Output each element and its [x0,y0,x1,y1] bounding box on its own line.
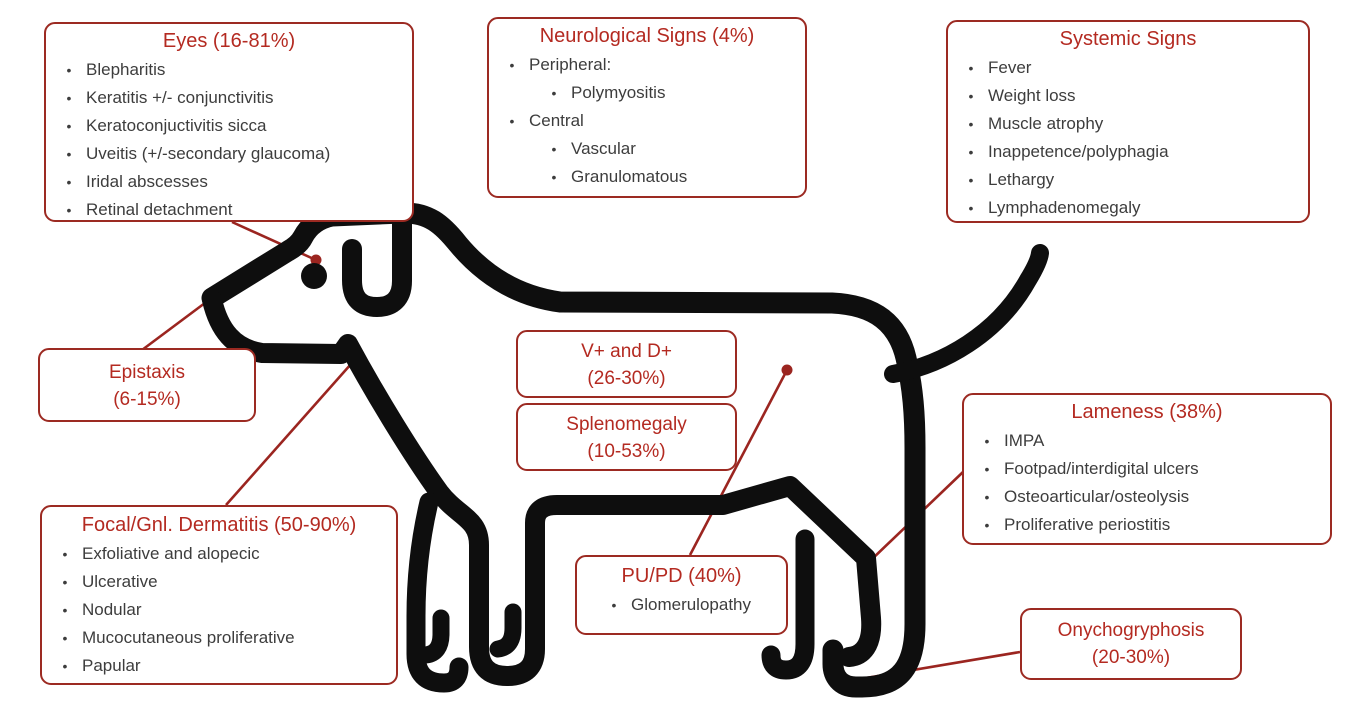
list-item: Iridal abscesses [54,168,404,196]
callout-systemic-list: Fever Weight loss Muscle atrophy Inappet… [956,54,1300,222]
callout-neurological-title: Neurological Signs (4%) [539,25,755,47]
callout-lameness: Lameness (38%) IMPA Footpad/interdigital… [962,393,1332,545]
dog-jaw-belly-outline [202,290,882,686]
list-subitem: Polymyositis [497,79,797,107]
callout-neurological-list: Peripheral: Polymyositis Central Vascula… [497,51,797,191]
dog-far-front-leg [406,492,469,693]
list-item: Proliferative periostitis [972,511,1322,539]
callout-dermatitis-title: Focal/Gnl. Dermatitis (50-90%) [81,514,357,536]
list-item: Exfoliative and alopecic [50,540,388,568]
list-item: Lethargy [956,166,1300,194]
dog-eye [301,263,327,289]
label-line: V+ and D+ [581,341,672,362]
list-item: Ulcerative [50,568,388,596]
callout-splenomegaly: Splenomegaly (10-53%) [516,403,737,471]
anchor-dot-eye [310,254,322,266]
callout-systemic: Systemic Signs Fever Weight loss Muscle … [946,20,1310,223]
list-item: Fever [956,54,1300,82]
list-item: Mucocutaneous proliferative [50,624,388,652]
label-line: (26-30%) [587,368,666,389]
connector-line-pupd [688,369,789,556]
list-item: Nodular [50,596,388,624]
callout-pupd: PU/PD (40%) Glomerulopathy [575,555,788,635]
list-item: Osteoarticular/osteolysis [972,483,1322,511]
label-line: (6-15%) [113,389,181,410]
list-item: Central [497,107,797,135]
list-item: Uveitis (+/-secondary glaucoma) [54,140,404,168]
label-line: Epistaxis [108,362,186,383]
callout-vd-label: V+ and D+ (26-30%) [526,338,727,392]
callout-splenomegaly-label: Splenomegaly (10-53%) [526,411,727,465]
list-item: Weight loss [956,82,1300,110]
callout-onychogryphosis: Onychogryphosis (20-30%) [1020,608,1242,680]
callout-vomiting-diarrhoea: V+ and D+ (26-30%) [516,330,737,398]
list-item: Glomerulopathy [585,591,778,619]
list-subitem: Granulomatous [497,163,797,191]
dog-tail [884,244,1049,383]
list-item: Blepharitis [54,56,404,84]
callout-onychogryphosis-label: Onychogryphosis (20-30%) [1030,617,1232,671]
dog-far-hind-leg [761,529,815,680]
dog-far-front-pastern [417,609,450,664]
list-item: Keratitis +/- conjunctivitis [54,84,404,112]
list-item: Muscle atrophy [956,110,1300,138]
list-item: Papular [50,652,388,680]
callout-eyes-list: Blepharitis Keratitis +/- conjunctivitis… [54,56,404,224]
callout-eyes: Eyes (16-81%) Blepharitis Keratitis +/- … [44,22,414,222]
callout-lameness-title: Lameness (38%) [1071,401,1223,423]
label-line: Splenomegaly [566,414,687,435]
list-item: Peripheral: [497,51,797,79]
dog-ear [342,209,412,317]
callout-neurological: Neurological Signs (4%) Peripheral: Poly… [487,17,807,198]
list-item: Inappetence/polyphagia [956,138,1300,166]
callout-pupd-list: Glomerulopathy [585,591,778,619]
callout-epistaxis-label: Epistaxis (6-15%) [48,359,246,413]
callout-lameness-list: IMPA Footpad/interdigital ulcers Osteoar… [972,427,1322,539]
callout-systemic-title: Systemic Signs [1059,28,1197,50]
list-subitem: Vascular [497,135,797,163]
callout-dermatitis-list: Exfoliative and alopecic Ulcerative Nodu… [50,540,388,680]
anchor-dot-abdomen [781,364,793,376]
connector-line-dermatitis [225,354,360,506]
dog-near-front-pastern [489,603,522,658]
list-item: Keratoconjuctivitis sicca [54,112,404,140]
callout-dermatitis: Focal/Gnl. Dermatitis (50-90%) Exfoliati… [40,505,398,685]
label-line: (20-30%) [1091,647,1171,668]
list-item: Footpad/interdigital ulcers [972,455,1322,483]
list-item: IMPA [972,427,1322,455]
list-item: Lymphadenomegaly [956,194,1300,222]
label-line: (10-53%) [587,441,666,462]
label-line: Onychogryphosis [1057,620,1205,641]
callout-eyes-title: Eyes (16-81%) [162,30,296,52]
callout-pupd-title: PU/PD (40%) [621,565,742,587]
callout-epistaxis: Epistaxis (6-15%) [38,348,256,422]
list-item: Retinal detachment [54,196,404,224]
